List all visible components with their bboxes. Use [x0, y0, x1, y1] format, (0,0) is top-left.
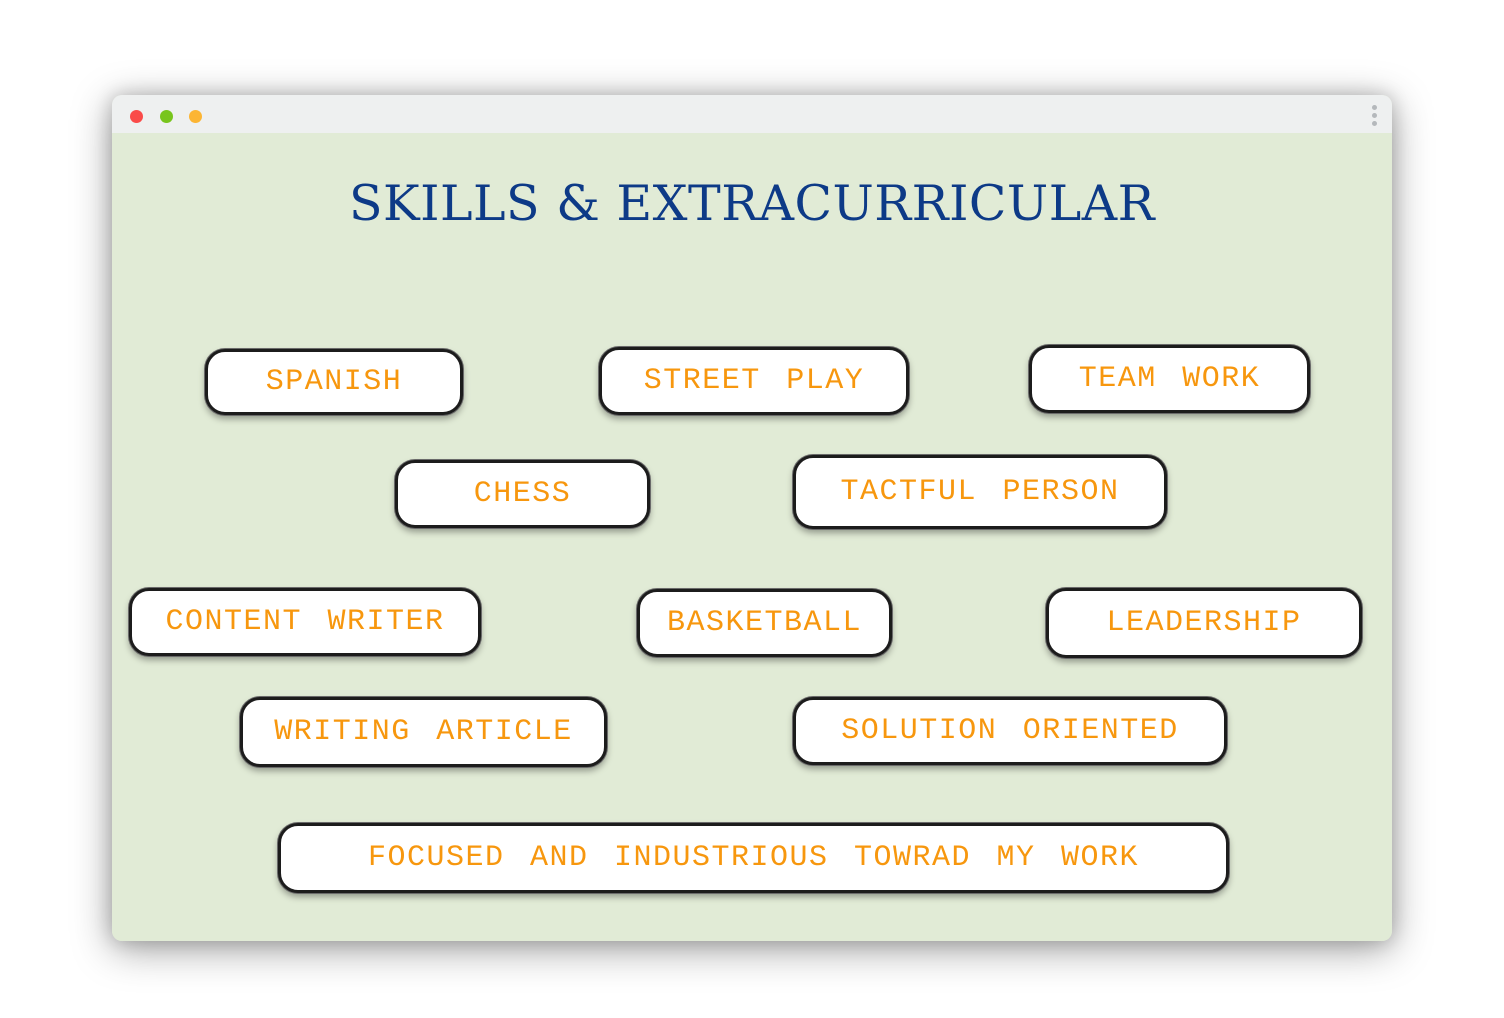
skill-tag-chess: CHESS [395, 460, 650, 528]
skill-tag-basketball: BASKETBALL [637, 589, 892, 657]
skill-tag-writing-article: WRITING ARTICLE [240, 697, 607, 767]
minimize-window-button[interactable] [189, 110, 202, 123]
skill-tag-spanish: SPANISH [205, 349, 463, 415]
window-titlebar [112, 95, 1392, 133]
more-vertical-icon[interactable] [1370, 105, 1378, 129]
skill-tag-tactful-person: TACTFUL PERSON [793, 455, 1167, 529]
skill-tag-leadership: LEADERSHIP [1046, 588, 1362, 658]
skill-tag-street-play: STREET PLAY [599, 347, 909, 415]
skill-tag-content-writer: CONTENT WRITER [129, 588, 481, 656]
page-title: SKILLS & EXTRACURRICULAR [348, 175, 1156, 232]
browser-window: SKILLS & EXTRACURRICULAR SPANISH STREET … [112, 95, 1392, 941]
skill-tag-solution-oriented: SOLUTION ORIENTED [793, 697, 1227, 765]
close-window-button[interactable] [130, 110, 143, 123]
skill-tag-focused-and-industrious: FOCUSED AND INDUSTRIOUS TOWRAD MY WORK [278, 823, 1229, 893]
skill-tag-team-work: TEAM WORK [1029, 345, 1310, 413]
maximize-window-button[interactable] [160, 110, 173, 123]
skills-section: SKILLS & EXTRACURRICULAR SPANISH STREET … [112, 133, 1392, 941]
